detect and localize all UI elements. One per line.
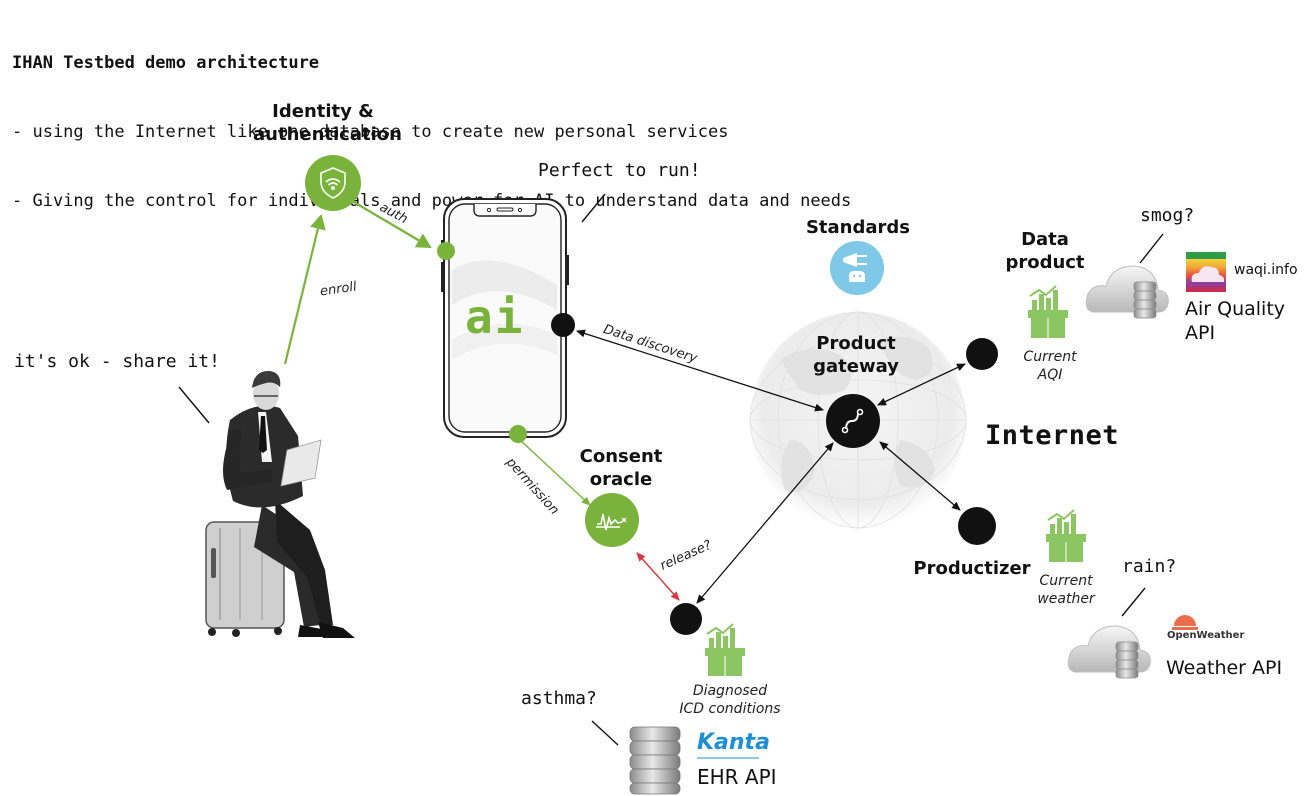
gateway-title: Product gateway (813, 333, 899, 377)
user-speech: it's ok - share it! (14, 351, 220, 372)
weather-productizer-node[interactable] (958, 507, 996, 545)
phone-permission-port[interactable] (509, 425, 527, 443)
enroll-connector (283, 214, 326, 365)
phone-auth-port[interactable] (437, 242, 455, 260)
gateway-aqi-connector (877, 363, 966, 406)
data-discovery-connector (576, 329, 824, 412)
air-speech: smog? (1140, 205, 1195, 226)
weather-product-caption: Current weather (1037, 573, 1095, 607)
kanta-logo-text: Kanta (697, 730, 770, 755)
cloud-database-icon (1067, 625, 1151, 679)
internet-label: Internet (985, 420, 1120, 451)
phone-speech-tick (581, 193, 606, 223)
user-speech-tick (178, 386, 210, 424)
openweather-logo (1172, 615, 1198, 630)
ai-app-logo[interactable]: ai (465, 290, 525, 344)
kanta-logo-underline (697, 757, 759, 759)
gateway-productizer-connector (879, 441, 961, 511)
productizer-title: Productizer (913, 558, 1031, 579)
identity-title: Identity & authentication (253, 101, 402, 145)
release-connector (636, 552, 680, 601)
shield-wifi-icon (320, 167, 346, 199)
permission-connector (519, 439, 591, 506)
openweather-logo-text: OpenWeather (1167, 630, 1245, 641)
consent-title: Consent oracle (579, 446, 663, 490)
identity-node[interactable] (305, 155, 361, 211)
standards-node[interactable] (830, 241, 884, 295)
ehr-speech: asthma? (521, 688, 597, 709)
ehr-api-name: EHR API (697, 765, 777, 789)
icd-product-caption: Diagnosed ICD conditions (679, 683, 781, 717)
gateway-ehr-connector (696, 442, 834, 604)
waqi-logo (1186, 252, 1226, 292)
chart-box-icon (705, 623, 745, 676)
weather-api-name: Weather API (1166, 657, 1283, 679)
smartphone (441, 198, 569, 438)
plug-socket-icon (843, 253, 867, 282)
auth-connector (346, 197, 432, 249)
data-product-title: Data product (1005, 229, 1085, 273)
ehr-productizer-node[interactable] (670, 603, 702, 635)
weather-speech-tick (1121, 587, 1146, 617)
ehr-speech-tick (591, 720, 619, 746)
standards-title: Standards (805, 217, 911, 238)
route-icon (845, 412, 859, 430)
heartbeat-icon (596, 513, 623, 531)
aqi-productizer-node[interactable] (966, 338, 998, 370)
person-on-suitcase-figure (205, 370, 355, 638)
weather-speech: rain? (1122, 556, 1177, 577)
chart-box-icon (1046, 509, 1086, 562)
waqi-logo-text: waqi.info (1234, 262, 1298, 278)
phone-speech: Perfect to run! (538, 160, 701, 181)
header-line-1: - using the Internet like one database t… (12, 122, 729, 142)
database-icon (629, 726, 681, 795)
air-speech-tick (1139, 233, 1164, 264)
consent-oracle-node[interactable] (585, 493, 639, 547)
product-gateway-node[interactable] (826, 394, 880, 448)
phone-discovery-port[interactable] (551, 313, 575, 337)
air-quality-api-name: Air Quality API (1185, 298, 1286, 344)
diagram-title: IHAN Testbed demo architecture (12, 53, 320, 73)
chart-box-icon (1028, 285, 1068, 338)
aqi-product-caption: Current AQI (1023, 349, 1077, 383)
cloud-database-icon (1085, 265, 1169, 319)
